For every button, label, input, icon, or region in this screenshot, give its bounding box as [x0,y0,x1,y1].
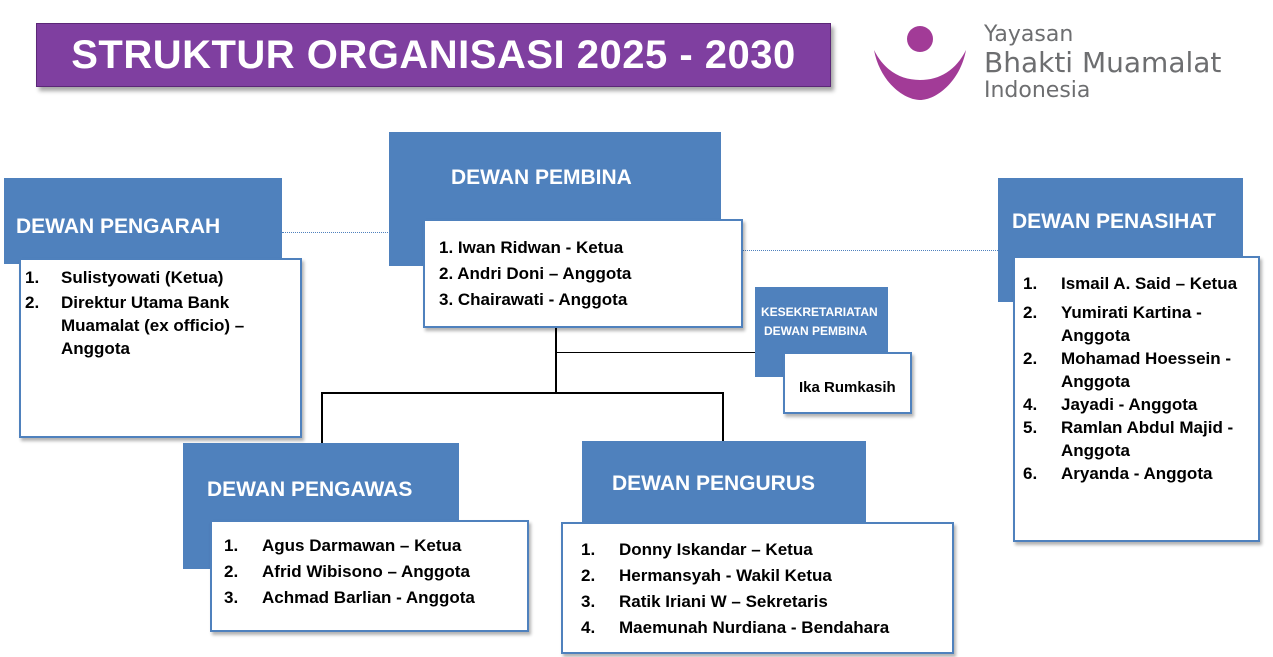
dewan-pembina-title: DEWAN PEMBINA [451,166,632,189]
list-item: 2.Mohamad Hoessein - Anggota [1023,349,1232,391]
connector-pembina-down [555,326,557,392]
list-item: 5.Ramlan Abdul Majid - Anggota [1023,418,1234,460]
connector-pengawas-down [321,392,323,444]
list-item: 3.Ratik Iriani W – Sekretaris [581,592,828,611]
logo-text-yayasan: Yayasan [984,22,1074,47]
list-item: 1.Agus Darmawan – Ketua [224,536,462,555]
connector-pengarah-pembina [282,232,390,233]
kesekretariatan-title-line1: KESEKRETARIATAN [761,305,878,319]
list-item: 4.Maemunah Nurdiana - Bendahara [581,618,890,637]
list-item: 2.Direktur Utama Bank Muamalat (ex offic… [25,293,245,358]
dewan-pengarah-title: DEWAN PENGARAH [16,215,221,238]
logo-text-bhakti-muamalat: Bhakti Muamalat [984,46,1222,79]
kesekretariatan-title-line2: DEWAN PEMBINA [764,324,868,338]
connector-pembina-penasihat [742,250,998,251]
dewan-pembina-member: 1. Iwan Ridwan - Ketua [439,238,624,257]
logo-text-indonesia: Indonesia [984,78,1091,103]
page-title: STRUKTUR ORGANISASI 2025 - 2030 [71,32,796,77]
dewan-pengurus-title: DEWAN PENGURUS [612,472,816,495]
list-item: 1.Ismail A. Said – Ketua [1023,274,1238,293]
kesekretariatan-box: Ika Rumkasih [783,352,912,414]
list-item: 2.Hermansyah - Wakil Ketua [581,566,832,585]
list-item: 2.Yumirati Kartina - Anggota [1023,303,1202,345]
title-banner: STRUKTUR ORGANISASI 2025 - 2030 [36,23,831,87]
connector-horizontal [321,392,724,394]
dewan-pengawas-box: 1.Agus Darmawan – Ketua 2.Afrid Wibisono… [210,520,529,632]
list-item: 6.Aryanda - Anggota [1023,464,1213,483]
dewan-pengarah-header: DEWAN PENGARAH [4,178,282,264]
dewan-penasihat-box: 1.Ismail A. Said – Ketua 2.Yumirati Kart… [1013,256,1260,542]
dewan-pembina-member: 2. Andri Doni – Anggota [439,264,632,283]
connector-pengurus-down [722,392,724,442]
list-item: 1.Donny Iskandar – Ketua [581,540,813,559]
dewan-pembina-member: 3. Chairawati - Anggota [439,290,628,309]
dewan-pengurus-box: 1.Donny Iskandar – Ketua 2.Hermansyah - … [561,522,954,654]
list-item: 2.Afrid Wibisono – Anggota [224,562,470,581]
dewan-pengarah-box: 1.Sulistyowati (Ketua) 2.Direktur Utama … [19,258,302,438]
dewan-pengawas-title: DEWAN PENGAWAS [207,478,413,501]
dewan-penasihat-title: DEWAN PENASIHAT [1012,210,1216,233]
dewan-pembina-box: 1. Iwan Ridwan - Ketua 2. Andri Doni – A… [423,219,743,328]
list-item: 3.Achmad Barlian - Anggota [224,588,475,607]
list-item: 1.Sulistyowati (Ketua) [25,268,224,287]
connector-sekretariat [556,352,756,353]
logo: Yayasan Bhakti Muamalat Indonesia [870,20,1250,105]
logo-mark-icon [874,26,966,100]
kesekretariatan-member: Ika Rumkasih [799,379,896,396]
list-item: 4.Jayadi - Anggota [1023,395,1198,414]
